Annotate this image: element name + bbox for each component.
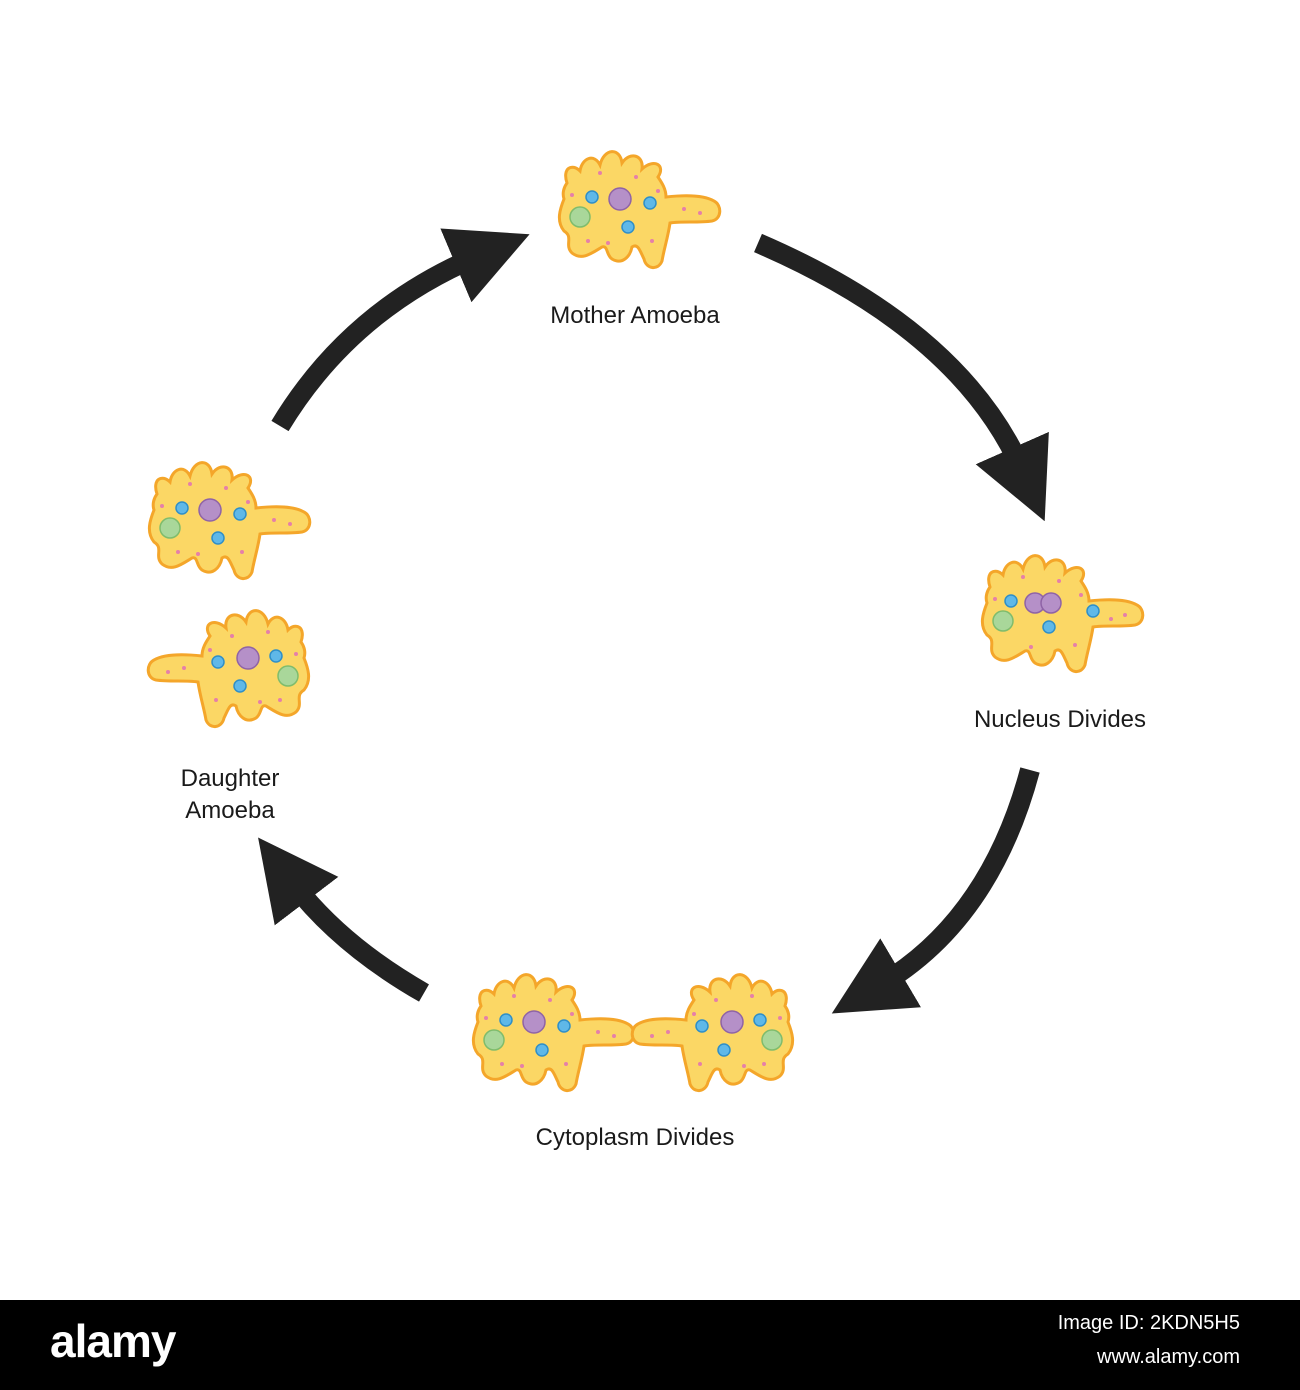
site-url-text: www.alamy.com — [1097, 1346, 1240, 1368]
daughter-amoeba-top — [147, 461, 312, 581]
alamy-logo: alamy — [50, 1315, 176, 1367]
label-daughter-line1: Daughter — [180, 765, 280, 792]
watermark-footer: alamy Image ID: 2KDN5H5 www.alamy.com — [0, 1300, 1300, 1390]
cytoplasm-amoeba-left — [471, 973, 636, 1093]
mother-amoeba — [557, 150, 722, 270]
cytoplasm-amoeba-right — [630, 973, 795, 1093]
nucleus-dividing-amoeba — [980, 554, 1145, 674]
arrow-daughter-to-mother — [271, 228, 530, 432]
label-mother-amoeba: Mother Amoeba — [550, 302, 720, 329]
label-daughter-amoeba: Daughter Amoeba — [130, 763, 330, 827]
label-daughter-line2: Amoeba — [185, 797, 275, 824]
daughter-amoeba-bottom — [146, 609, 311, 729]
label-cytoplasm-divides: Cytoplasm Divides — [535, 1124, 735, 1151]
arrow-cytoplasm-to-daughter — [258, 837, 429, 1002]
image-id-text: Image ID: 2KDN5H5 — [1057, 1312, 1240, 1334]
arrow-nucleus-to-cytoplasm — [831, 767, 1040, 1014]
diagram-canvas: Mother Amoeba Nucleus Divides Cytoplasm … — [130, 150, 1147, 1151]
arrow-mother-to-nucleus — [754, 233, 1049, 522]
label-nucleus-divides: Nucleus Divides — [973, 706, 1147, 733]
